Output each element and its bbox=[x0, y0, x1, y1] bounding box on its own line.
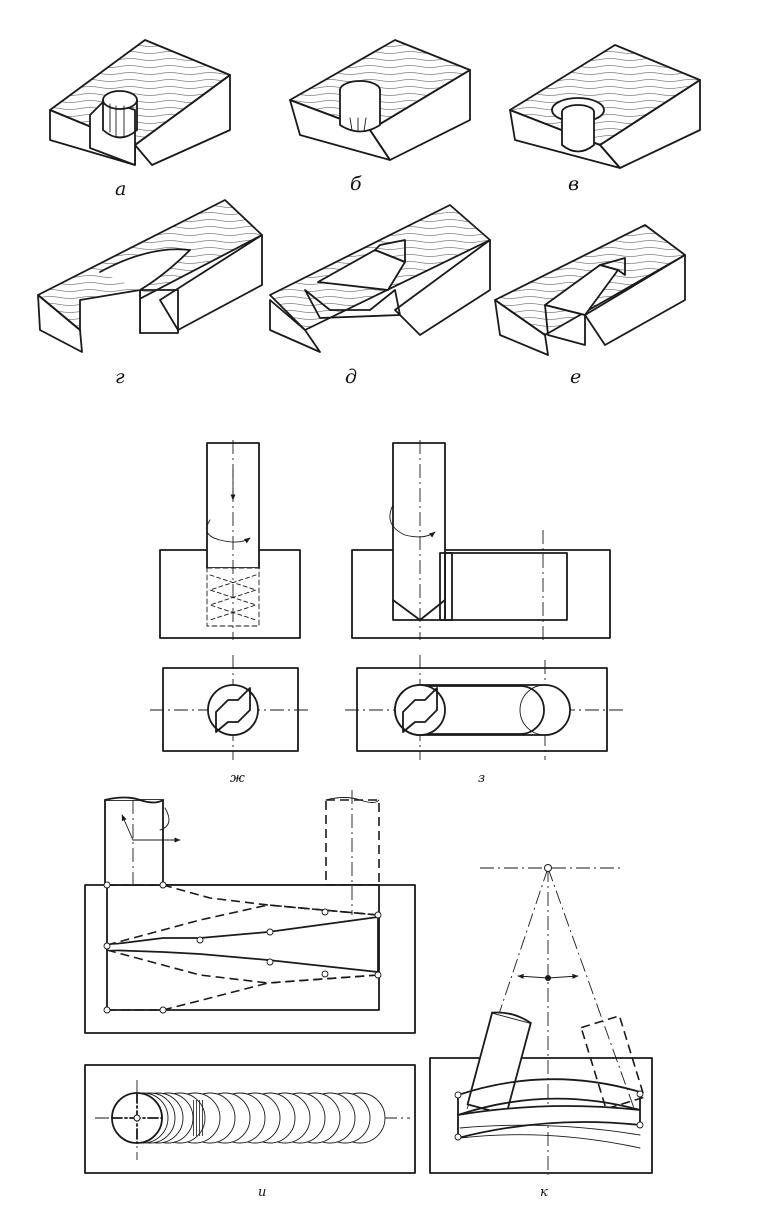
block-v-countersunk-hole bbox=[509, 44, 701, 169]
label-zh: ж bbox=[230, 771, 245, 786]
block-b-blind-hole bbox=[289, 39, 471, 161]
block-g-open-slot bbox=[37, 199, 263, 353]
block-e-square-slot bbox=[494, 224, 686, 356]
block-d-dovetail-slot bbox=[269, 204, 491, 353]
label-e: е bbox=[570, 366, 581, 388]
diagram-i-pendulum bbox=[84, 790, 416, 1174]
diagram-z-lateral bbox=[345, 440, 625, 760]
label-i: и bbox=[258, 1185, 266, 1200]
label-k: к bbox=[540, 1185, 548, 1200]
diagram-zh-plunge bbox=[150, 440, 310, 760]
label-z: з bbox=[478, 771, 485, 786]
label-d: д bbox=[345, 366, 357, 388]
label-b: б bbox=[350, 173, 362, 195]
diagram-k-arc bbox=[429, 864, 653, 1175]
label-g: г bbox=[115, 366, 125, 388]
label-v: в bbox=[568, 173, 579, 195]
block-a-round-hole bbox=[49, 39, 231, 166]
label-a: а bbox=[115, 178, 126, 200]
